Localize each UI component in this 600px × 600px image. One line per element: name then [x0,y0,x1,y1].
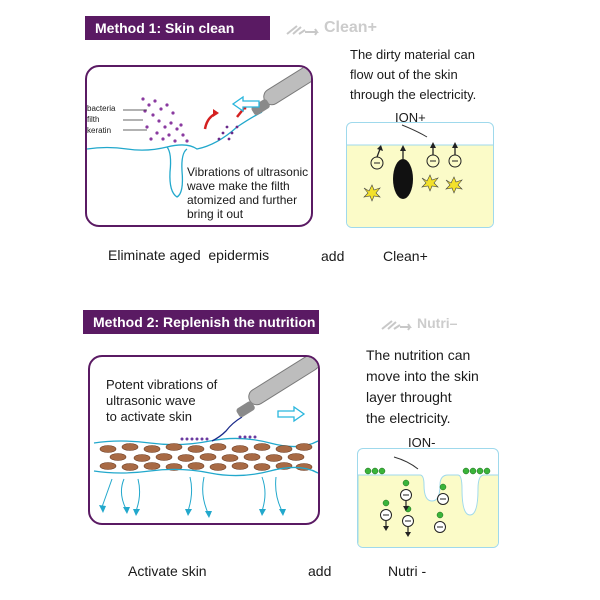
label-filth: filth [87,115,100,124]
method2-illustration: Potent vibrations of ultrasonic wave to … [88,355,320,525]
method1-description-line: The dirty material can [350,47,475,62]
method2-panel-text-line: Potent vibrations of [106,377,218,392]
method2-banner-text: Method 2: Replenish the nutrition [93,314,316,330]
method2-panel-text-line: to activate skin [106,409,192,424]
method1-panel-text-line: Vibrations of ultrasonic [187,165,309,179]
method1-description-line: through the electricity. [350,87,477,102]
method1-caption-left: Eliminate aged epidermis [108,247,270,263]
method1-panel-text-line: atomized and further [187,193,298,207]
label-keratin: keratin [87,126,112,135]
probe-icon [251,67,311,116]
method1-mode: Clean+ [285,16,377,40]
method1-caption-right: Clean+ [383,248,428,264]
method1-description-line: flow out of the skin [350,67,458,82]
skin-activate-diagram [93,357,318,518]
ion-negative-diagram [358,456,498,547]
method1-ion-cell [346,122,494,228]
method2-mode: Nutri– [380,311,457,335]
probe-icon [236,357,318,418]
method2-description-line: The nutrition can [366,347,471,363]
label-bacteria: bacteria [87,104,116,113]
method1-caption-middle: add [321,248,345,264]
method2-ion-cell [357,448,499,548]
method2-caption-right: Nutri - [388,563,427,579]
method2-panel-text: Potent vibrations of ultrasonic wave to … [106,377,217,425]
method1-panel-text-line: bring it out [187,207,244,221]
method2-panel-text-line: ultrasonic wave [106,393,196,408]
method1-panel-text: Vibrations of ultrasonic wave make the f… [187,165,308,221]
skin-clean-diagram [87,67,311,198]
method2-caption-left: Activate skin [128,563,207,579]
method2-mode-label: Nutri– [417,315,458,331]
method1-ion-label: ION+ [395,110,426,125]
method1-mode-label: Clean+ [324,19,377,36]
method1-illustration: bacteria filth keratin Vibrations of ult… [85,65,313,227]
probe-icon [381,320,412,331]
method1-banner: Method 1: Skin clean [85,16,270,40]
method1-description: The dirty material can flow out of the s… [350,45,476,105]
method1-panel-text-line: wave make the filth [187,179,290,193]
probe-icon [286,25,319,36]
arrow-icon [277,405,306,423]
method2-banner: Method 2: Replenish the nutrition [83,310,319,334]
arrow-icon [231,95,260,113]
method2-description-line: the electricity. [366,410,451,426]
method1-banner-text: Method 1: Skin clean [95,20,235,36]
method2-description-line: move into the skin [366,368,479,384]
method2-caption-middle: add [308,563,332,579]
method2-ion-label: ION- [408,435,436,450]
ion-positive-diagram [347,124,493,227]
method2-description-line: layer throught [366,389,452,405]
method2-description: The nutrition can move into the skin lay… [366,345,479,429]
